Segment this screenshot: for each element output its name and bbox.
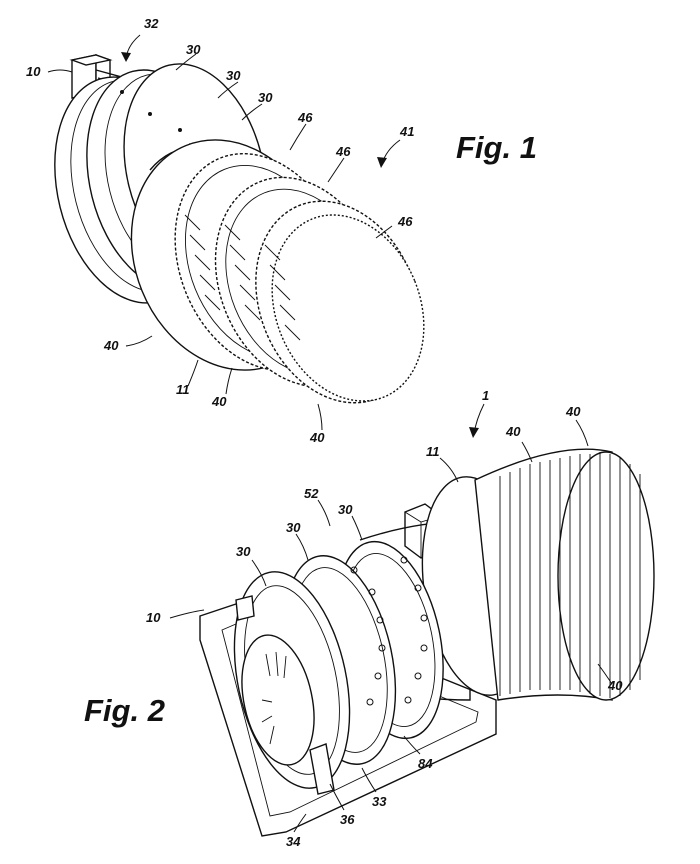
ref-30: 30 xyxy=(286,520,301,535)
ref-40: 40 xyxy=(103,338,119,353)
ref-40: 40 xyxy=(505,424,521,439)
ref-33: 33 xyxy=(372,794,387,809)
ref-32: 32 xyxy=(144,16,159,31)
ref-30: 30 xyxy=(186,42,201,57)
ref-40: 40 xyxy=(607,678,623,693)
figure-1-drawing xyxy=(32,35,450,430)
ref-10: 10 xyxy=(146,610,161,625)
ref-34: 34 xyxy=(286,834,301,849)
ref-30: 30 xyxy=(226,68,241,83)
ref-30: 30 xyxy=(258,90,273,105)
ref-11: 11 xyxy=(176,382,190,397)
ref-30: 30 xyxy=(338,502,353,517)
gear-stack-40 xyxy=(475,449,654,700)
ref-41: 41 xyxy=(399,124,414,139)
ref-40: 40 xyxy=(565,404,581,419)
ref-40: 40 xyxy=(211,394,227,409)
ref-10: 10 xyxy=(26,64,41,79)
ref-46: 46 xyxy=(335,144,351,159)
ref-1: 1 xyxy=(482,388,489,403)
ref-52: 52 xyxy=(304,486,319,501)
ref-11: 11 xyxy=(426,444,440,459)
ref-30: 30 xyxy=(236,544,251,559)
ref-84: 84 xyxy=(418,756,433,771)
ref-46: 46 xyxy=(297,110,313,125)
figure-2-drawing xyxy=(170,404,654,836)
ref-46: 46 xyxy=(397,214,413,229)
ref-36: 36 xyxy=(340,812,355,827)
ref-40: 40 xyxy=(309,430,325,445)
